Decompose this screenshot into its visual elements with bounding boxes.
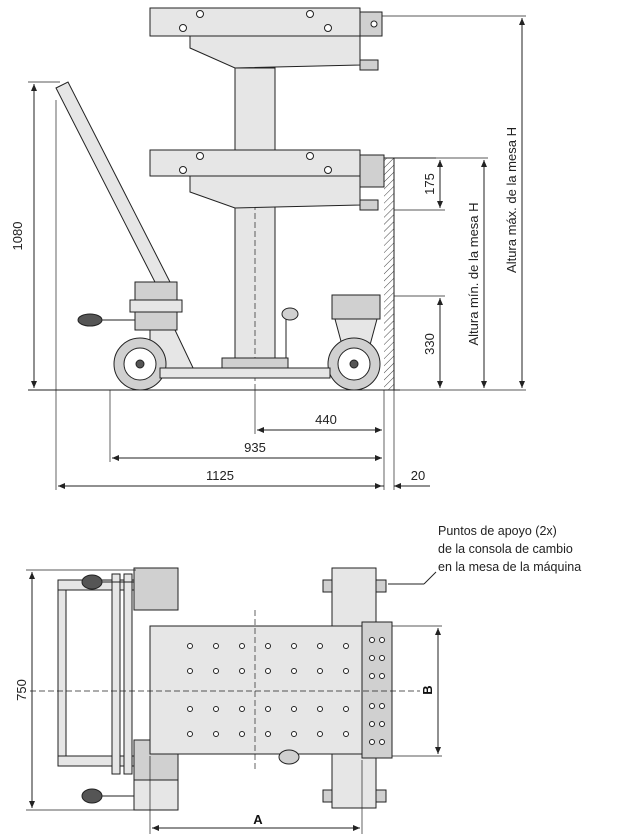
dim-min-height [436,157,488,388]
dim-overall-length-label: 1125 [206,468,234,483]
dim-wheelbase-label: 935 [244,440,266,455]
hole-pattern [187,637,385,745]
note-line-3: en la mesa de la máquina [438,560,581,574]
dim-width [26,569,136,811]
base-frame [159,307,331,379]
tow-handle [55,81,171,289]
dim-overall-height-label: 1080 [10,222,25,251]
rear-wheel-assembly [327,294,381,391]
dim-B [392,625,442,757]
dim-stroke-label: 175 [422,173,437,195]
dim-A-label: A [253,812,263,827]
dim-width-label: 750 [14,679,29,701]
dim-horizontal [55,100,430,490]
dim-B-label: B [420,685,435,694]
dim-A [149,756,363,834]
table-top-lower [149,149,385,211]
note-leader-2 [423,571,437,585]
dim-stroke [394,160,445,211]
machine-table-edge [384,157,436,390]
table-plate-top [30,610,420,770]
dim-max-height [382,15,526,391]
lift-column [234,67,276,390]
top-view [26,567,442,834]
dim-min-part [394,295,445,388]
min-height-label: Altura mín. de la mesa H [466,202,481,345]
dim-column-offset-label: 440 [315,412,337,427]
table-top-upper [149,7,383,71]
max-height-label: Altura máx. de la mesa H [504,127,519,273]
note-line-2: de la consola de cambio [438,542,573,556]
dim-clearance-label: 20 [411,468,425,483]
front-wheel-assembly [77,281,196,391]
side-view [28,7,526,490]
dim-min-part-label: 330 [422,333,437,355]
note-line-1: Puntos de apoyo (2x) [438,524,557,538]
dim-overall-height [28,81,60,388]
